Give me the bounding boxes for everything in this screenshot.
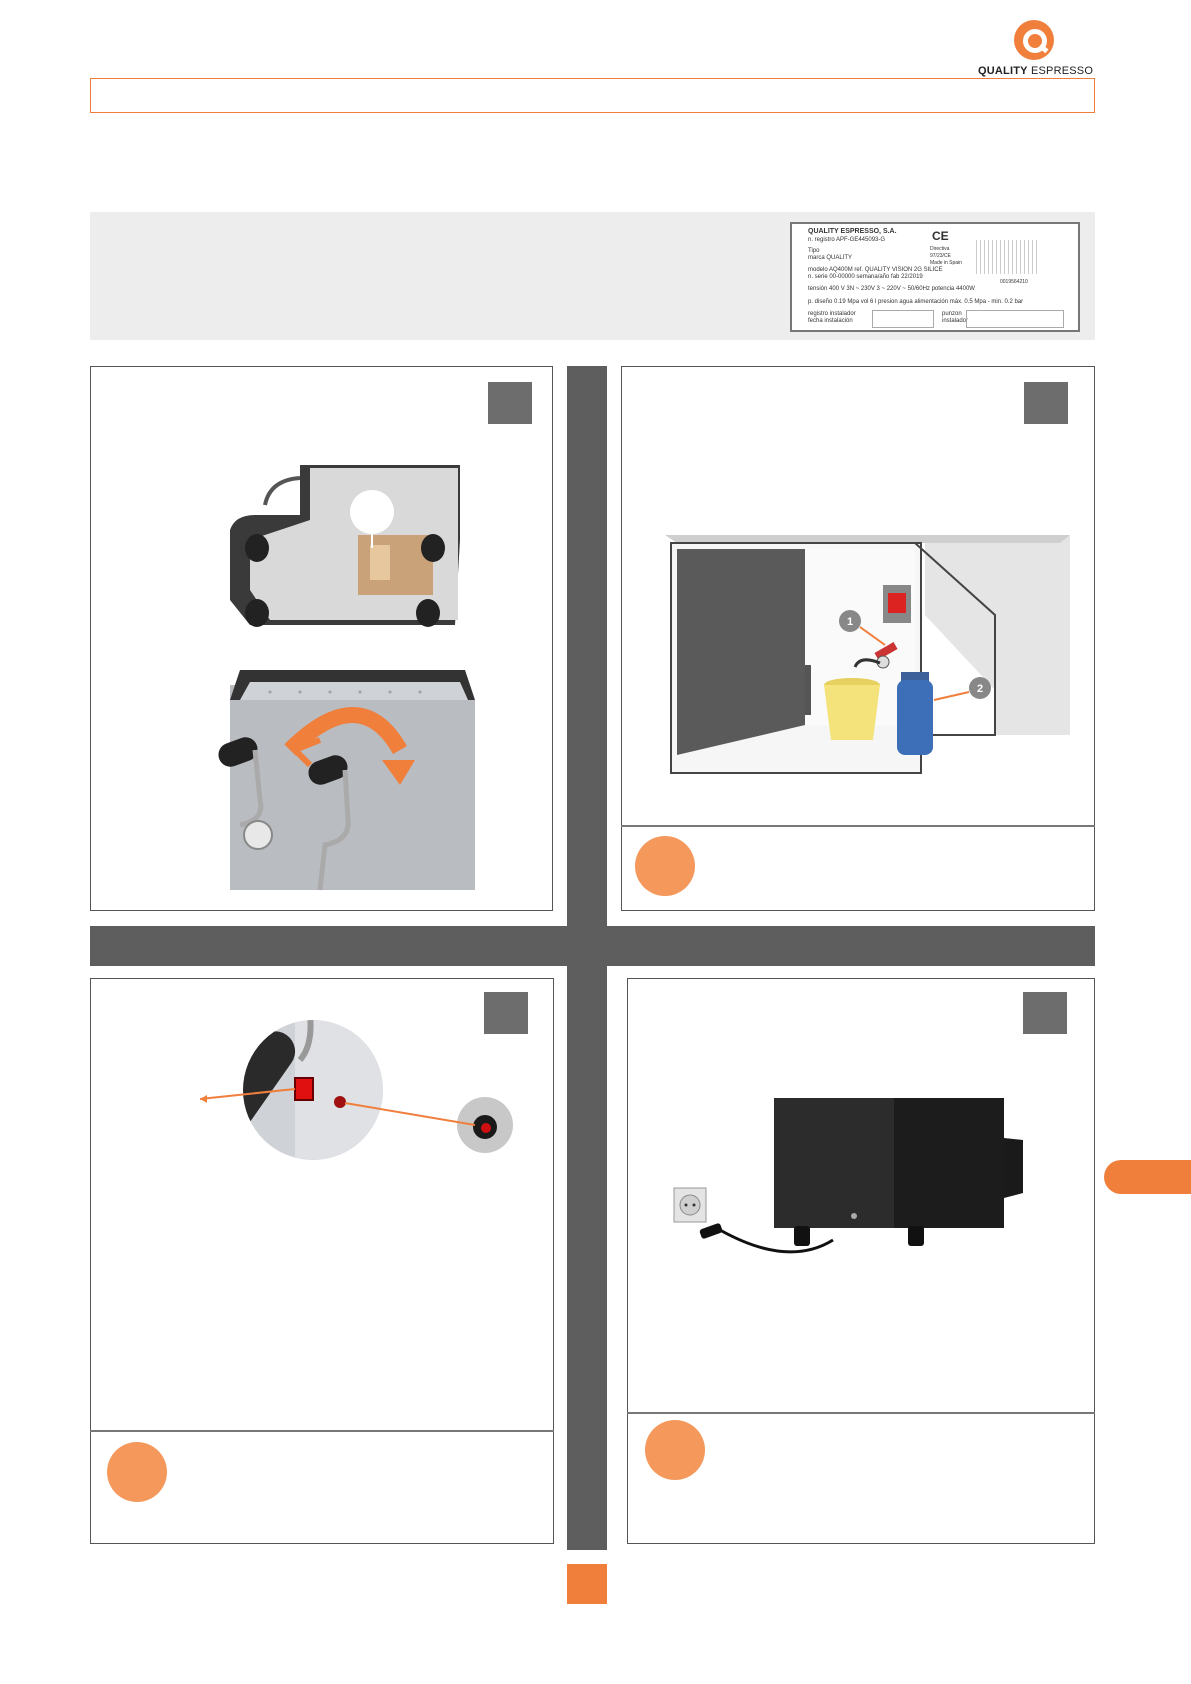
plate-box-left	[872, 310, 934, 328]
plate-fecha-instalacion: fecha instalación	[808, 318, 853, 324]
panel-bottom-left-separator	[90, 1430, 554, 1432]
plate-directiva-num: 97/23/CE	[930, 253, 951, 259]
logo-brand-light: ESPRESSO	[1030, 65, 1094, 77]
note-dot-bottom-left	[107, 1442, 167, 1502]
callout-1-label: 1	[847, 616, 853, 628]
panel-bottom-right-separator	[627, 1412, 1095, 1414]
machine-illustration-top-left	[218, 465, 475, 891]
plate-tipo: Tipo	[808, 248, 820, 254]
step-square-bottom-right	[1023, 992, 1067, 1034]
note-dot-bottom-right	[645, 1420, 705, 1480]
plate-serie: n. serie 00-00000 semana/año fab 22/2019	[808, 274, 923, 280]
plate-diseno: p. diseño 0.19 Mpa vol 6 l presion agua …	[808, 299, 1024, 305]
plate-made-in: Made in Spain	[930, 260, 962, 266]
plate-instalador: instalador	[942, 318, 969, 324]
page-number-block	[567, 1564, 607, 1604]
plate-box-right	[966, 310, 1064, 328]
plate-registro: n. registro APF-GE445093-G	[808, 237, 886, 243]
side-tab	[1104, 1160, 1191, 1194]
panel-top-right-separator	[621, 825, 1095, 827]
plate-barcode	[976, 240, 1040, 274]
plate-registro-instalador: registro instalador	[808, 311, 856, 317]
step-square-top-right	[1024, 382, 1068, 424]
power-switch-illustration	[199, 1020, 513, 1160]
step-square-top-left	[488, 382, 532, 424]
plate-tension: tensión 400 V 3N ~ 230V 3 ~ 220V ~ 50/60…	[808, 286, 975, 292]
power-plug-illustration	[673, 1098, 1023, 1254]
callout-2-label: 2	[977, 683, 983, 695]
panel-bottom-right	[627, 978, 1095, 1544]
header-box	[90, 78, 1095, 113]
plate-punzon: punzon	[942, 311, 962, 317]
note-dot-top-right	[635, 836, 695, 896]
logo-wordmark: QUALITY ESPRESSO	[978, 65, 1093, 77]
quality-espresso-logo-icon	[1014, 20, 1054, 60]
plate-company: QUALITY ESPRESSO, S.A.	[808, 228, 897, 235]
rating-plate: QUALITY ESPRESSO, S.A. n. registro APF-G…	[790, 222, 1080, 332]
horizontal-divider	[90, 926, 1095, 966]
step-square-bottom-left	[484, 992, 528, 1034]
plate-directiva: Directiva	[930, 246, 950, 252]
plate-marca: marca QUALITY	[808, 255, 853, 261]
logo-brand-bold: QUALITY	[978, 65, 1028, 77]
plate-ce-mark: CE	[932, 229, 949, 243]
cabinet-illustration: 1 2	[665, 535, 1070, 774]
plate-modelo: modelo AQ400M ref. QUALITY VISION 2G SIL…	[808, 267, 943, 273]
plate-code: 0019564210	[1000, 279, 1028, 285]
